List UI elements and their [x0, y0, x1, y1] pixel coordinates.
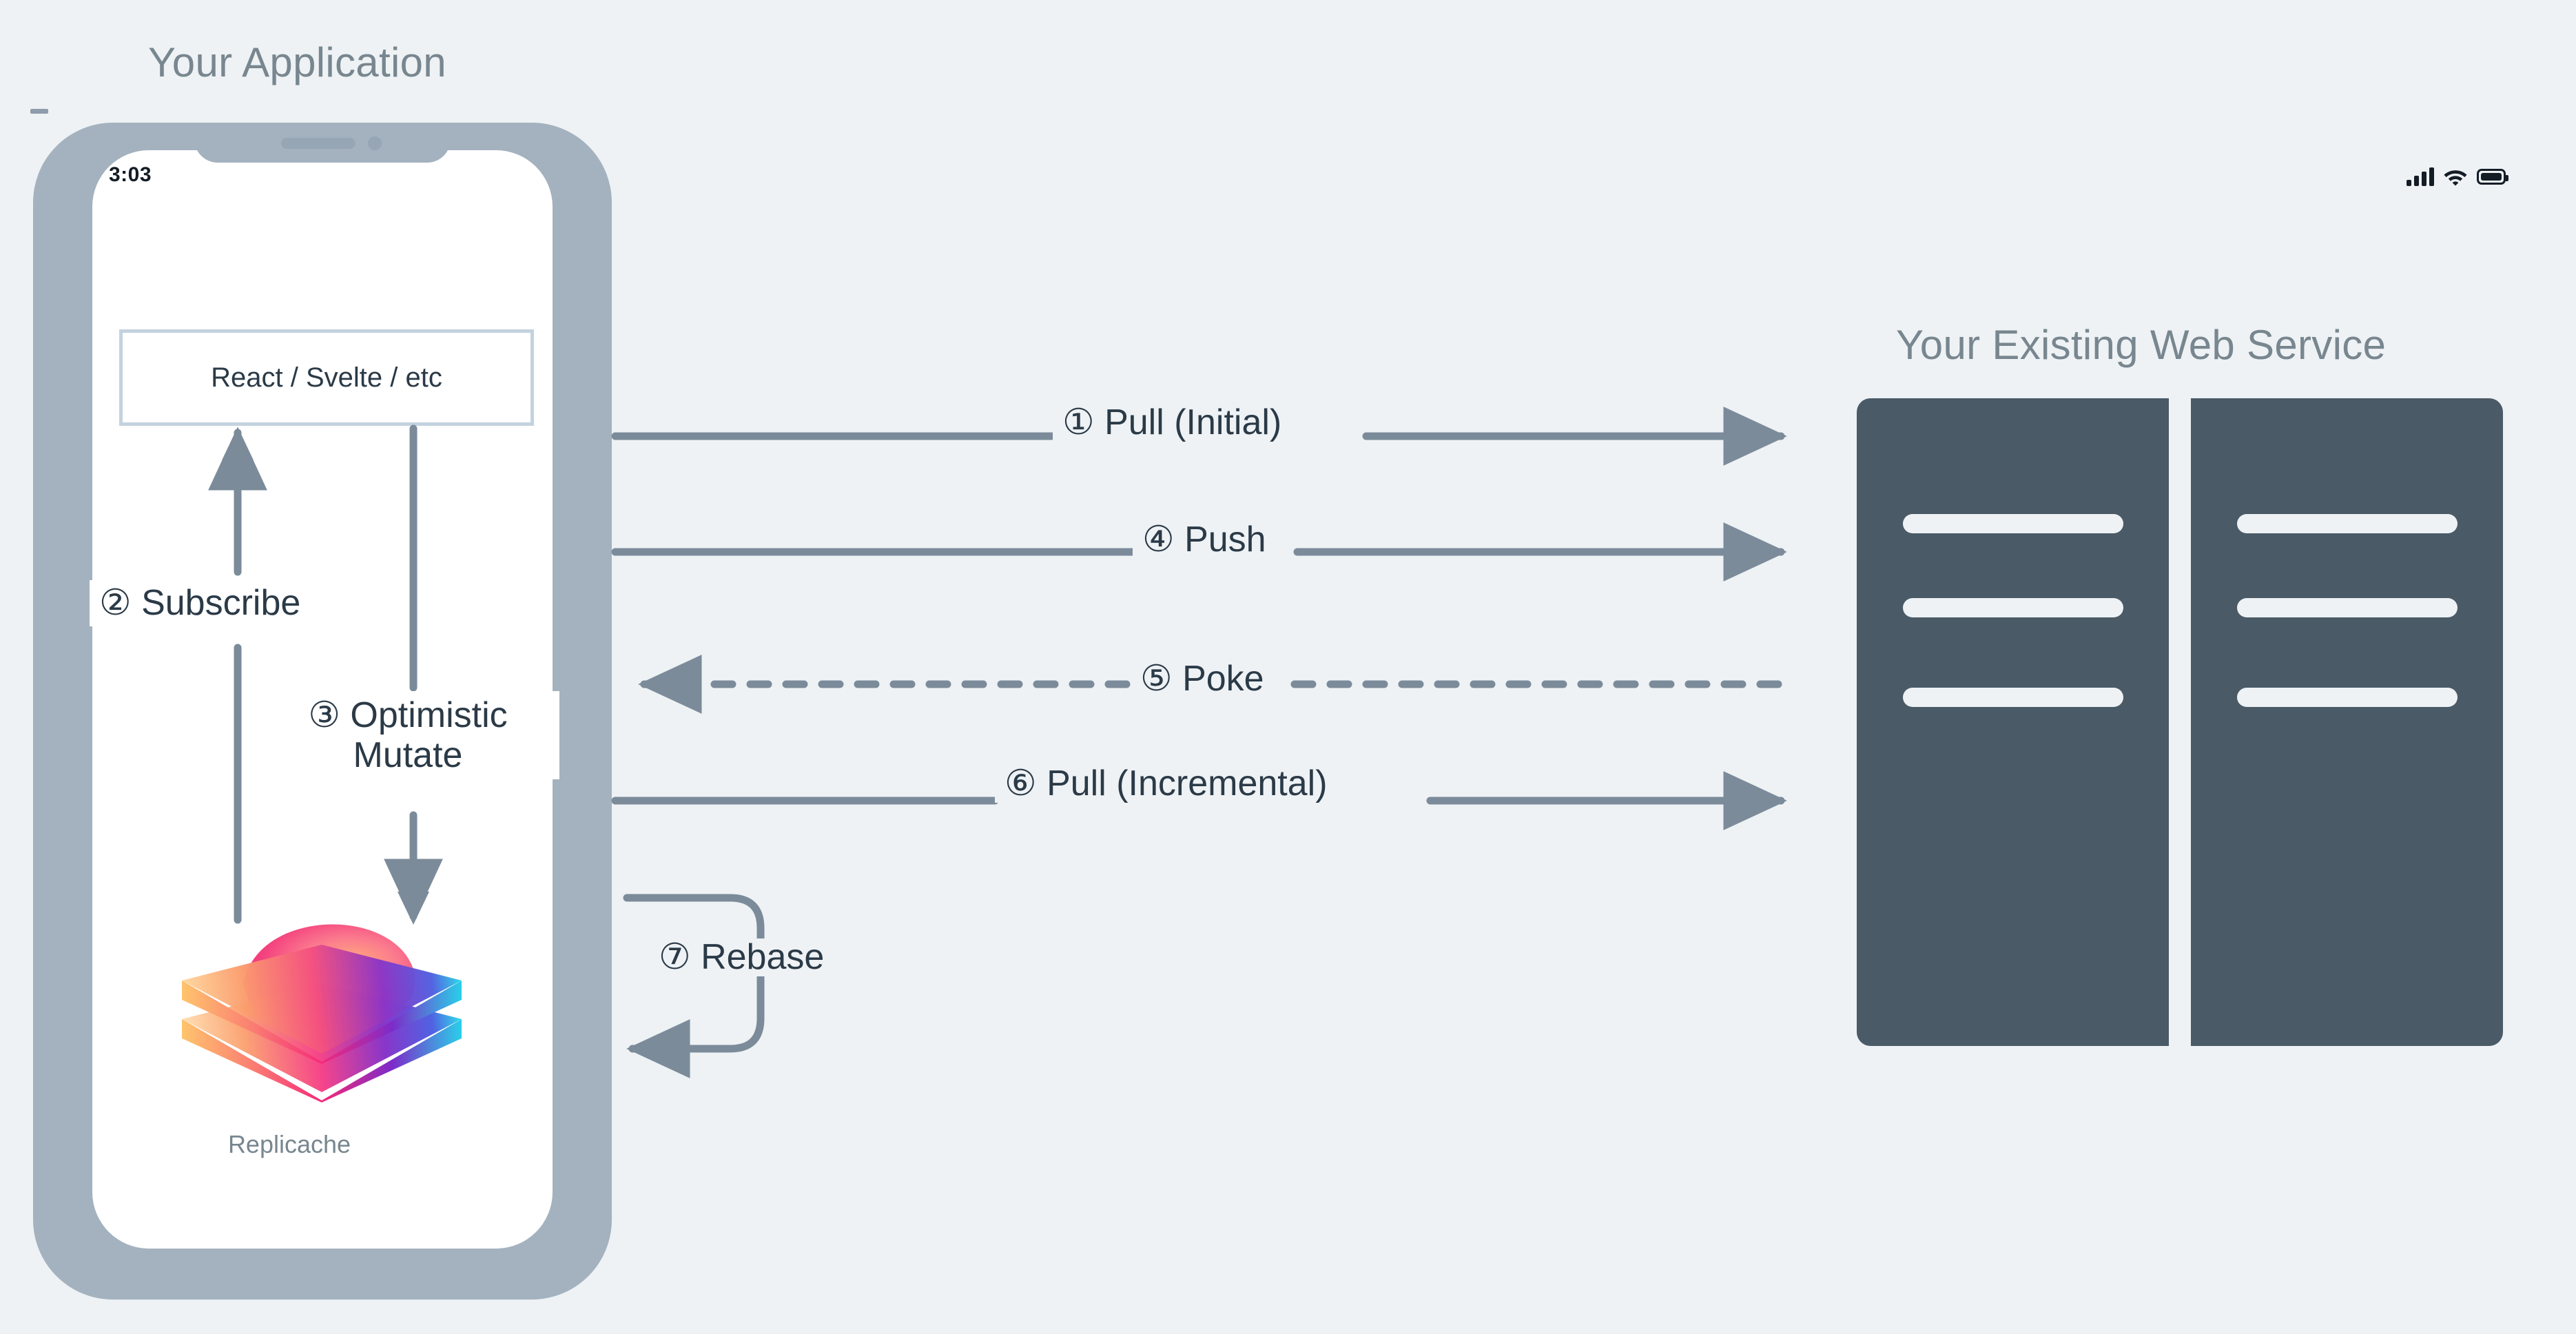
flow-label-poke: ⑤ Poke	[1131, 660, 1274, 698]
earpiece-speaker-icon	[281, 138, 356, 149]
your-existing-web-service-title: Your Existing Web Service	[1896, 322, 2387, 368]
battery-full-icon	[2477, 168, 2508, 185]
ui-framework-box: React / Svelte / etc	[119, 329, 534, 426]
flow-label-optimistic-mutate: ③ Optimistic Mutate	[256, 691, 559, 780]
flow-label-pull-initial: ① Pull (Initial)	[1053, 404, 1292, 442]
wifi-icon	[2443, 167, 2468, 186]
signal-bars-icon	[2407, 167, 2434, 186]
flow-label-subscribe: ② Subscribe	[90, 580, 311, 626]
your-application-title: Your Application	[148, 39, 446, 85]
server-bar	[1903, 688, 2123, 707]
server-rack-left	[1857, 398, 2169, 1046]
server-rack-right	[2191, 398, 2503, 1046]
server-bar	[2237, 598, 2457, 617]
flow-label-push: ④ Push	[1133, 521, 1276, 559]
phone-notch	[194, 123, 451, 163]
replicache-logo	[178, 920, 466, 1102]
server-bar	[2237, 514, 2457, 533]
corner-dash-mark	[30, 109, 48, 114]
flow-label-rebase: ⑦ Rebase	[649, 938, 834, 976]
flow-label-optimistic-line1: ③ Optimistic	[308, 695, 508, 735]
replicache-caption: Replicache	[227, 1130, 351, 1158]
status-bar-time: 3:03	[109, 163, 152, 186]
front-camera-icon	[368, 136, 382, 150]
status-bar-icons	[2407, 164, 2508, 189]
ui-framework-label: React / Svelte / etc	[211, 362, 442, 393]
server-bar	[1903, 598, 2123, 617]
flow-label-pull-incremental: ⑥ Pull (Incremental)	[995, 765, 1337, 803]
server-bar	[2237, 688, 2457, 707]
flow-label-optimistic-line2: Mutate	[353, 735, 463, 776]
server-bar	[1903, 514, 2123, 533]
